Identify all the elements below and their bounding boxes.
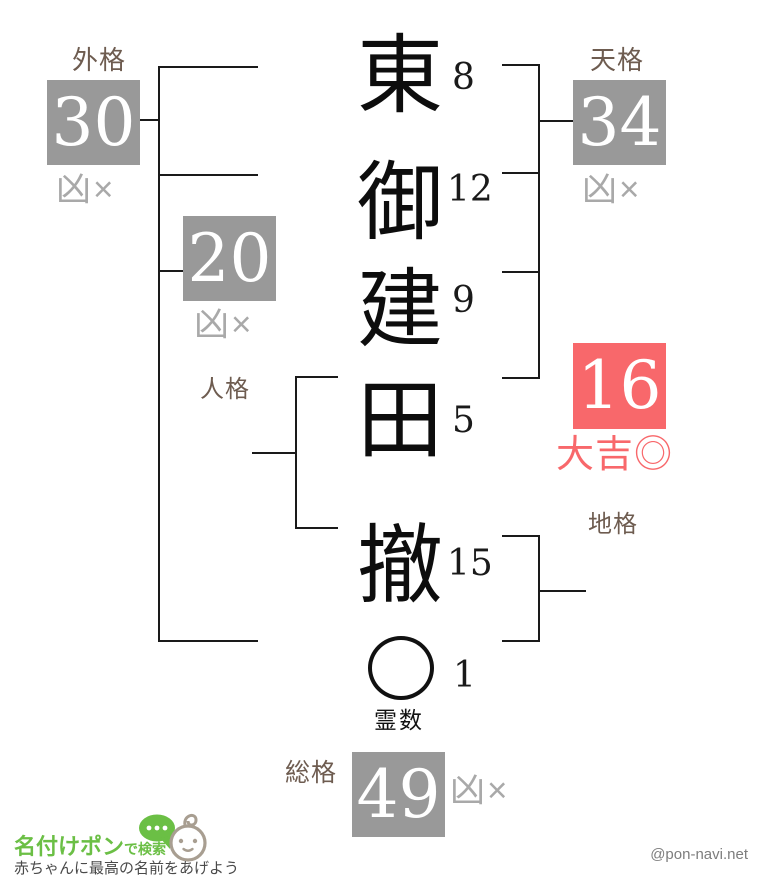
bracket-line <box>538 64 540 379</box>
bracket-line <box>502 535 538 537</box>
logo-tagline: 赤ちゃんに最高の名前をあげよう <box>14 860 240 877</box>
bracket-line <box>502 271 538 273</box>
bracket-line <box>502 377 538 379</box>
bracket-line <box>502 64 538 66</box>
bracket-line <box>140 119 158 121</box>
jinkaku-label: 人格 <box>200 376 250 403</box>
name-character-1: 東 <box>357 26 443 126</box>
name-character-3: 建 <box>357 260 443 360</box>
bracket-line <box>502 640 538 642</box>
tenkaku-judgment: 凶× <box>582 170 642 209</box>
chikaku-label: 地格 <box>588 511 638 538</box>
gaikaku-value-box: 30 <box>47 80 140 165</box>
logo-text: 名付けポンで検索 <box>14 834 167 859</box>
chikaku-judgment: 大吉◎ <box>556 434 674 476</box>
soukaku-label: 総格 <box>285 759 338 787</box>
site-credit: @pon-navi.net <box>650 846 748 863</box>
spirit-number-circle <box>368 636 434 700</box>
bracket-line <box>252 452 295 454</box>
bracket-line <box>158 174 258 176</box>
bracket-line <box>158 66 160 642</box>
bracket-line <box>540 120 574 122</box>
bracket-line <box>297 527 338 529</box>
logo-baby-icon <box>139 813 207 862</box>
bracket-line <box>502 172 538 174</box>
name-character-5: 撤 <box>357 516 443 616</box>
gaikaku-label: 外格 <box>72 45 127 75</box>
bracket-line <box>295 376 297 529</box>
bracket-line <box>538 535 540 642</box>
bracket-line <box>158 270 184 272</box>
name-character-4: 田 <box>357 371 443 471</box>
bracket-line <box>158 640 258 642</box>
tenkaku-label: 天格 <box>590 45 645 75</box>
stroke-count-3: 9 <box>452 280 475 321</box>
soukaku-value-box: 49 <box>352 752 445 837</box>
jinkaku-judgment: 凶× <box>194 305 254 344</box>
stroke-count-1: 8 <box>452 57 475 98</box>
name-character-2: 御 <box>357 153 443 253</box>
tenkaku-value-box: 34 <box>573 80 666 165</box>
soukaku-judgment: 凶× <box>450 771 510 810</box>
bracket-line <box>540 590 586 592</box>
stroke-count-4: 5 <box>452 400 475 441</box>
spirit-number-label: 霊数 <box>374 707 424 733</box>
bracket-line <box>158 66 258 68</box>
jinkaku-value-box: 20 <box>183 216 276 301</box>
spirit-stroke-count: 1 <box>453 655 476 696</box>
bracket-line <box>297 376 338 378</box>
chikaku-value-box: 16 <box>573 343 666 429</box>
stroke-count-5: 15 <box>447 543 493 584</box>
gaikaku-judgment: 凶× <box>56 170 116 209</box>
stroke-count-2: 12 <box>447 169 493 210</box>
logo-suffix-text: で検索 <box>124 841 167 857</box>
